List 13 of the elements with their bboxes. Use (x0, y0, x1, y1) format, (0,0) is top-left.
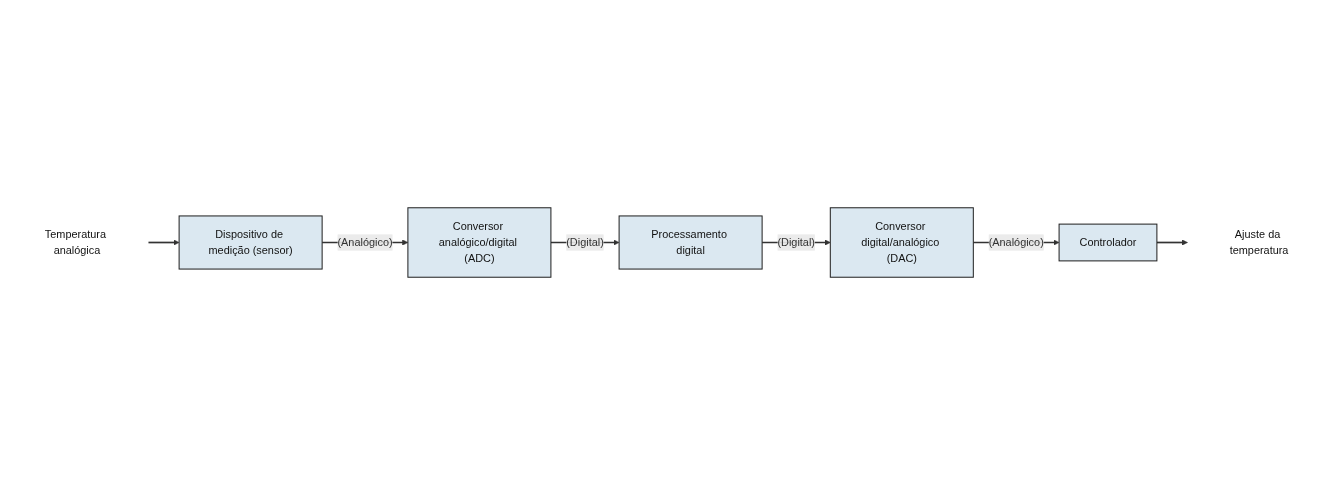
edge-label: (Digital) (777, 236, 815, 248)
arrow (147, 239, 180, 246)
arrow (1156, 239, 1188, 246)
node-text: Temperatura analógica (44, 228, 107, 257)
node-box: Conversor digital/analógico (DAC) (829, 207, 974, 278)
node-box: Processamento digital (618, 215, 763, 270)
node-text: Ajuste da temperatura (1229, 228, 1289, 257)
node-box: Dispositivo de medição (sensor) (178, 215, 323, 270)
node-box: Controlador (1058, 223, 1158, 262)
edge-label: (Analógico) (337, 236, 393, 248)
edge-label: (Digital) (566, 236, 604, 248)
node-box: Conversor analógico/digital (ADC) (407, 207, 552, 278)
edge-label: (Analógico) (988, 236, 1044, 248)
